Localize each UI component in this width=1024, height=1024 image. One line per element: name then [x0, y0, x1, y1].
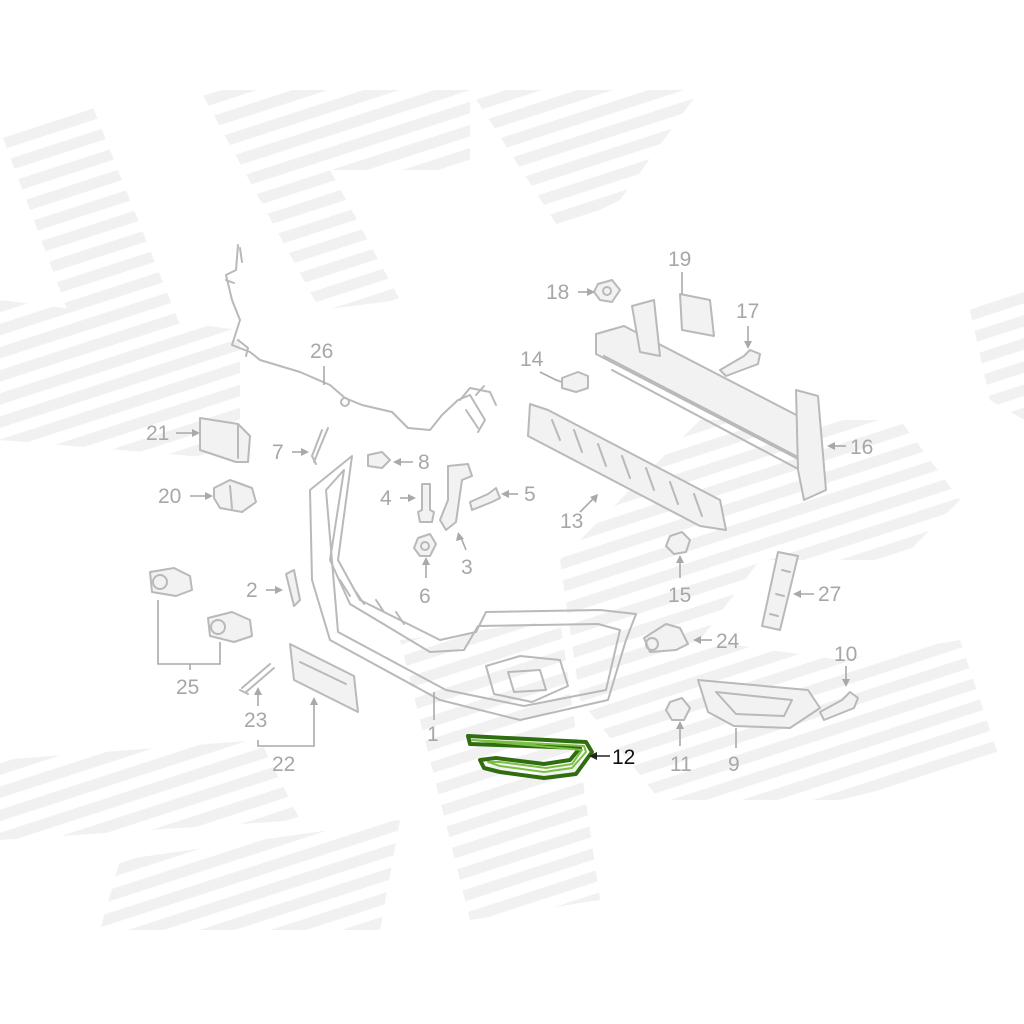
part-17-bolt: [719, 349, 761, 377]
part-9-fog-lamp-grille: [697, 679, 821, 729]
callout-22: 22: [272, 753, 295, 776]
part-11-clip: [665, 697, 691, 721]
part-16-reinforcement-beam: [595, 299, 827, 501]
callout-27: 27: [818, 583, 841, 606]
callout-16: 16: [850, 436, 873, 459]
callout-17: 17: [736, 300, 759, 323]
callout-4: 4: [380, 487, 392, 510]
part-15-nut: [665, 531, 691, 555]
callout-21: 21: [146, 422, 169, 445]
part-22-plate-bracket: [289, 643, 359, 713]
part-4-bolt: [417, 483, 435, 523]
part-19-bracket: [679, 293, 715, 337]
callout-19: 19: [668, 248, 691, 271]
callout-1: 1: [427, 723, 439, 746]
callout-25: 25: [176, 676, 199, 699]
callout-7: 7: [272, 441, 284, 464]
part-23-screw: [239, 663, 275, 695]
callout-2: 2: [246, 579, 258, 602]
callout-3: 3: [461, 556, 473, 579]
part-6-nut: [413, 533, 437, 557]
callout-23: 23: [244, 709, 267, 732]
part-5-screw: [469, 487, 501, 511]
callout-12: 12: [612, 746, 635, 769]
part-7-clip: [311, 427, 329, 465]
callout-26: 26: [310, 340, 333, 363]
callout-20: 20: [158, 485, 181, 508]
part-18-nut: [593, 279, 621, 303]
watermark: [0, 90, 1024, 930]
callout-13: 13: [560, 510, 583, 533]
part-1-bumper-cover: [309, 455, 637, 721]
callout-8: 8: [418, 451, 430, 474]
part-14-bolt: [555, 371, 589, 393]
callout-5: 5: [524, 483, 536, 506]
callout-11: 11: [670, 753, 692, 776]
part-13-energy-absorber: [527, 403, 727, 531]
callout-9: 9: [728, 753, 740, 776]
part-2-clip: [285, 569, 301, 607]
part-20-connector: [213, 479, 257, 513]
part-27-bracket: [761, 551, 799, 631]
part-10-screw: [819, 691, 859, 721]
part-26-wiring-harness: [225, 244, 497, 433]
part-25-parking-sensors: [149, 567, 253, 643]
callout-6: 6: [419, 585, 431, 608]
callout-10: 10: [834, 643, 857, 666]
part-8-rivet: [367, 451, 391, 469]
part-3-bracket: [439, 463, 473, 531]
part-21-sensor-module: [199, 417, 251, 463]
part-12-molding-highlighted: [466, 734, 594, 780]
callout-14: 14: [520, 348, 544, 371]
callout-24: 24: [716, 630, 740, 653]
callout-15: 15: [668, 584, 691, 607]
callout-18: 18: [546, 281, 569, 304]
part-24-sensor: [643, 623, 689, 653]
